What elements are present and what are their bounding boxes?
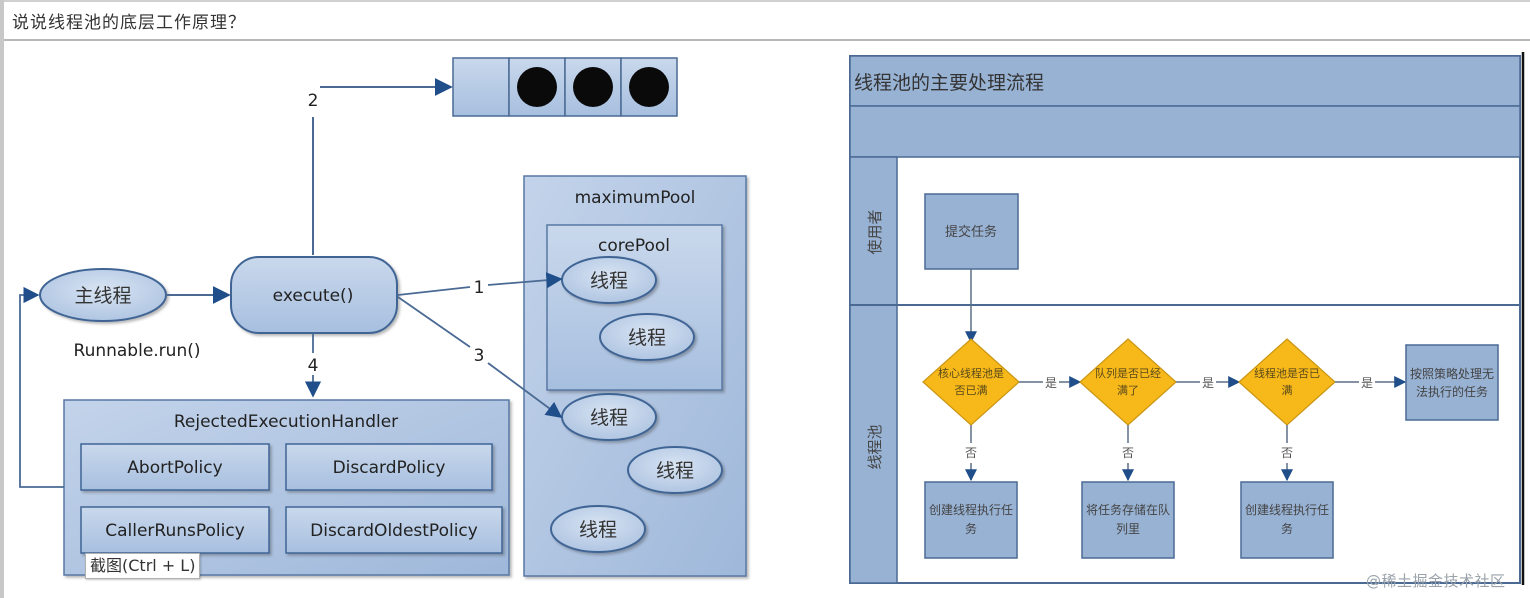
decision-label: 否已满 <box>955 384 988 397</box>
outcome-label: 将任务存储在队 <box>1086 502 1170 517</box>
reject-policy-box <box>1405 344 1499 421</box>
question-title: 说说线程池的底层工作原理？ <box>12 13 246 33</box>
flowchart-title-bar <box>849 55 1521 107</box>
decision-label: 队列是否已经 <box>1095 366 1161 380</box>
runnable-run-label: Runnable.run() <box>74 341 201 361</box>
thread-label: 线程 <box>579 519 617 541</box>
outcome-box <box>1081 481 1175 559</box>
decision-label: 线程池是否已 <box>1254 366 1320 380</box>
arrow-step-3: 3 <box>397 296 563 418</box>
policy-discard-oldest-policy-label: DiscardOldestPolicy <box>310 521 478 541</box>
flowchart-subheader-bar <box>849 105 1521 158</box>
step-2-label: 2 <box>308 91 319 111</box>
policy-discard-policy-box <box>285 443 493 491</box>
step-3-label: 3 <box>474 346 485 366</box>
policy-caller-runs-policy-box <box>80 506 270 554</box>
no-label: 否 <box>1281 446 1293 460</box>
outcome-label: 务 <box>965 521 977 536</box>
yes-label: 是 <box>1202 376 1214 390</box>
core-thread-node <box>599 313 695 361</box>
rejected-execution-handler-label: RejectedExecutionHandler <box>174 412 398 432</box>
reject-policy-label: 法执行的任务 <box>1416 384 1488 399</box>
extra-thread-node <box>627 446 723 494</box>
policy-abort-policy-box <box>80 443 270 491</box>
reject-policy-label: 按照策略处理无 <box>1410 366 1494 381</box>
outcome-label: 创建线程执行任 <box>1245 502 1329 517</box>
core-pool-label: corePool <box>598 236 670 256</box>
submit-task-label: 提交任务 <box>945 224 997 240</box>
no-label: 否 <box>1122 446 1134 460</box>
execute-node <box>230 256 398 334</box>
queued-task-dot <box>629 67 669 107</box>
arrow-step-4: 4 <box>304 333 322 398</box>
extra-thread-node <box>550 505 646 553</box>
decision-label: 满 <box>1282 384 1293 397</box>
lane-header-column <box>849 156 898 584</box>
queued-task-dot <box>517 67 557 107</box>
policy-discard-oldest-policy-box <box>285 506 503 554</box>
step-4-label: 4 <box>308 356 319 376</box>
execute-label: execute() <box>273 286 354 306</box>
thread-label: 线程 <box>656 460 694 482</box>
task-queue <box>452 57 678 117</box>
queued-task-dot <box>573 67 613 107</box>
screenshot-tooltip: 截图(Ctrl + L) <box>85 553 201 579</box>
step-1-label: 1 <box>474 278 485 298</box>
frame-top-border <box>0 0 1530 2</box>
yes-label: 是 <box>1045 376 1057 390</box>
yes-label: 是 <box>1361 376 1373 390</box>
maximum-pool-label: maximumPool <box>575 188 696 208</box>
core-pool-box <box>546 224 723 391</box>
queue-slot <box>452 57 510 117</box>
arrow-step-2: 2 <box>308 78 453 255</box>
thread-label: 线程 <box>590 270 628 292</box>
outcome-label: 创建线程执行任 <box>929 502 1013 517</box>
outcome-label: 务 <box>1281 521 1293 536</box>
no-label: 否 <box>965 446 977 460</box>
question-divider <box>4 39 1530 41</box>
policy-abort-policy-label: AbortPolicy <box>127 458 222 478</box>
arrow-step-1: 1 <box>397 272 563 298</box>
decision-label: 满了 <box>1117 384 1139 397</box>
outcome-label: 列里 <box>1116 522 1140 536</box>
thread-label: 线程 <box>590 407 628 429</box>
arrow-handler-to-main <box>19 286 64 488</box>
lane-label-user: 使用者 <box>866 209 884 254</box>
flowchart-title: 线程池的主要处理流程 <box>854 72 1044 94</box>
lane-label-pool: 线程池 <box>866 424 884 469</box>
watermark: @稀土掘金技术社区 <box>1366 572 1506 590</box>
submit-task-box <box>924 193 1019 270</box>
outcome-box <box>1240 481 1334 559</box>
policy-discard-policy-label: DiscardPolicy <box>333 458 446 478</box>
outcome-box <box>924 481 1018 559</box>
main-thread-label: 主线程 <box>74 285 131 307</box>
policy-caller-runs-policy-label: CallerRunsPolicy <box>105 521 245 541</box>
frame-left-border <box>0 0 4 598</box>
thread-label: 线程 <box>628 327 666 349</box>
decision-label: 核心线程池是 <box>938 366 1004 380</box>
